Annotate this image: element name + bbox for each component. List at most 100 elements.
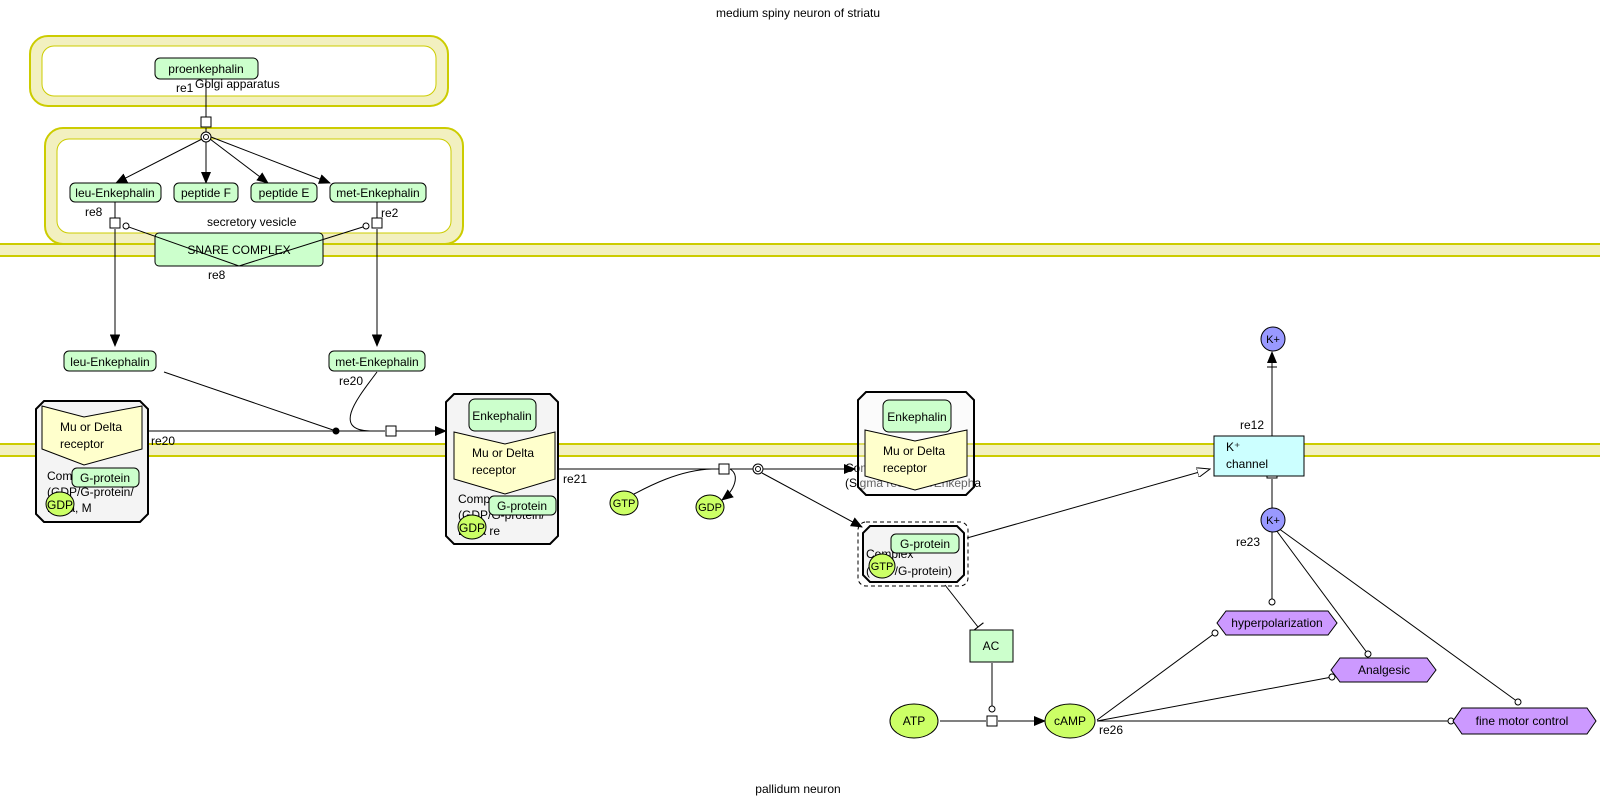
- receptor-3-label-line1: Mu or Delta: [883, 444, 945, 458]
- gprotein-4-shape: [890, 533, 960, 554]
- k-channel-node[interactable]: K⁺ channel: [1213, 435, 1305, 477]
- k-to-analgesic: [1275, 529, 1372, 658]
- re1-dissociation-inner: [203, 134, 209, 140]
- atp-node[interactable]: ATP: [889, 703, 939, 739]
- camp-label: cAMP: [1054, 714, 1086, 728]
- snare-label: SNARE COMPLEX: [187, 243, 290, 257]
- peptide-e-label: peptide E: [259, 186, 310, 200]
- gtp-gprotein-complex-4[interactable]: Complex (GTP/G-protein) G-protein GTP: [857, 521, 969, 587]
- receptor-1-shape: [41, 405, 143, 466]
- atp-label: ATP: [903, 714, 925, 728]
- gdp-2-shape: [457, 514, 487, 540]
- re8-process-node: [109, 217, 121, 229]
- gtp-free-label: GTP: [613, 498, 636, 510]
- receptor-1-label-line2: receptor: [60, 437, 104, 451]
- camp-to-analgesic: [1096, 673, 1336, 722]
- gtp-free-node[interactable]: GTP: [609, 490, 639, 516]
- k-ion-extracellular-node[interactable]: K+: [1260, 326, 1286, 352]
- gprotein-2-label: G-protein: [497, 499, 547, 513]
- k-ion-intracellular-node[interactable]: K+: [1260, 507, 1286, 533]
- receptor-3-label-line2: receptor: [883, 461, 927, 475]
- leu-enkephalin-cleft-label: leu-Enkephalin: [70, 355, 149, 369]
- enkephalin-2-label: Enkephalin: [472, 409, 531, 423]
- receptor-1-label-line1: Mu or Delta: [60, 420, 122, 434]
- re1-to-peptide-e: [209, 138, 269, 184]
- re23-label: re23: [1236, 535, 1260, 549]
- gtp-complex-to-k-channel: [966, 469, 1210, 539]
- re26-label: re26: [1099, 723, 1123, 737]
- re21-label: re21: [563, 472, 587, 486]
- gdp-free-label: GDP: [698, 502, 722, 514]
- receptor-3-shape: [864, 429, 968, 491]
- fine-motor-control-label: fine motor control: [1476, 714, 1569, 728]
- re20-met-enk-input: [349, 371, 378, 432]
- enkephalin-2-shape: [468, 398, 537, 432]
- proenkephalin-node[interactable]: proenkephalin: [154, 57, 259, 80]
- vesicle-label: secretory vesicle: [207, 215, 297, 229]
- re2-label: re2: [381, 206, 399, 220]
- top-cell-label: medium spiny neuron of striatu: [716, 6, 880, 20]
- re20-label-a: re20: [339, 374, 363, 388]
- ac-label: AC: [983, 639, 1000, 653]
- gprotein-1-shape: [71, 467, 140, 488]
- receptor-2-label-line1: Mu or Delta: [472, 446, 534, 460]
- enkephalin-receptor-gdp-complex-2[interactable]: Enkephalin Mu or Delta receptor Comp (GD…: [445, 393, 559, 545]
- re1-to-leu-enk: [115, 138, 203, 184]
- enkephalin-receptor-complex-3[interactable]: Com (Sigma receptor/Enkepha Enkephalin M…: [845, 391, 981, 496]
- re8-modifier-circle: [122, 222, 130, 230]
- re21-process-node: [718, 463, 730, 475]
- gdp-2-label: GDP: [459, 521, 485, 535]
- complex-1-label-line1: Com: [47, 469, 72, 483]
- re21-to-complex-4: [761, 472, 863, 528]
- adenylyl-cyclase-node[interactable]: AC: [969, 629, 1014, 663]
- gprotein-2-shape: [488, 495, 557, 516]
- gdp-1-shape: [45, 491, 75, 517]
- fine-motor-control-phenotype[interactable]: fine motor control: [1452, 707, 1597, 735]
- peptide-f-label: peptide F: [181, 186, 231, 200]
- re20-process-node: [385, 425, 397, 437]
- receptor-2-label-line2: receptor: [472, 463, 516, 477]
- hyperpolarization-label: hyperpolarization: [1231, 616, 1322, 630]
- k-out-label: K+: [1266, 334, 1280, 346]
- gtp-4-label: GTP: [871, 561, 894, 573]
- enkephalin-3-shape: [882, 399, 952, 433]
- re8-snare-label: re8: [208, 268, 226, 282]
- leu-enkephalin-vesicle-node[interactable]: leu-Enkephalin: [69, 182, 162, 203]
- re8-modifier-snare: [125, 225, 240, 267]
- snare-complex[interactable]: SNARE COMPLEX: [154, 232, 324, 267]
- re21-gdp-output: [721, 468, 736, 501]
- k-channel-label-line2: channel: [1226, 457, 1268, 471]
- leu-enkephalin-cleft-node[interactable]: leu-Enkephalin: [63, 350, 157, 372]
- re12-label: re12: [1240, 418, 1264, 432]
- complex-2-label-line1: Comp: [458, 492, 490, 506]
- gtp-complex-inhibits-ac: [944, 584, 984, 632]
- re2-modifier-snare: [238, 225, 367, 267]
- bottom-cell-label: pallidum neuron: [755, 782, 840, 796]
- leu-enkephalin-vesicle-label: leu-Enkephalin: [75, 186, 154, 200]
- gprotein-4-label: G-protein: [900, 537, 950, 551]
- receptor-gdp-complex-1[interactable]: Mu or Delta receptor Com (GDP/G-protein/…: [35, 400, 149, 523]
- k-to-fine-motor: [1277, 527, 1522, 706]
- receptor-2-shape: [453, 431, 556, 495]
- hyperpolarization-phenotype[interactable]: hyperpolarization: [1216, 610, 1338, 636]
- camp-to-hyperpolarization: [1096, 629, 1219, 721]
- analgesic-phenotype[interactable]: Analgesic: [1330, 657, 1437, 683]
- reaction-labels: re1 re8 re2 re8 re20 re20 re21 re12 re23…: [85, 81, 1264, 737]
- peptide-e-node[interactable]: peptide E: [250, 182, 318, 203]
- met-enkephalin-cleft-node[interactable]: met-Enkephalin: [328, 350, 426, 372]
- peptide-f-node[interactable]: peptide F: [173, 182, 239, 203]
- camp-node[interactable]: cAMP: [1044, 703, 1096, 739]
- golgi-label: Golgi apparatus: [195, 77, 280, 91]
- k-in-label: K+: [1266, 515, 1280, 527]
- re8-label: re8: [85, 205, 103, 219]
- re1-to-met-enk: [210, 136, 331, 184]
- met-enkephalin-cleft-label: met-Enkephalin: [335, 355, 418, 369]
- ac-process-node: [986, 715, 998, 727]
- re20-leu-enk-input: [163, 371, 337, 432]
- met-enkephalin-vesicle-node[interactable]: met-Enkephalin: [329, 182, 427, 203]
- gdp-free-node[interactable]: GDP: [695, 494, 725, 520]
- re21-gtp-input: [622, 468, 713, 501]
- re20-association-node: [332, 427, 340, 435]
- analgesic-label: Analgesic: [1358, 663, 1410, 677]
